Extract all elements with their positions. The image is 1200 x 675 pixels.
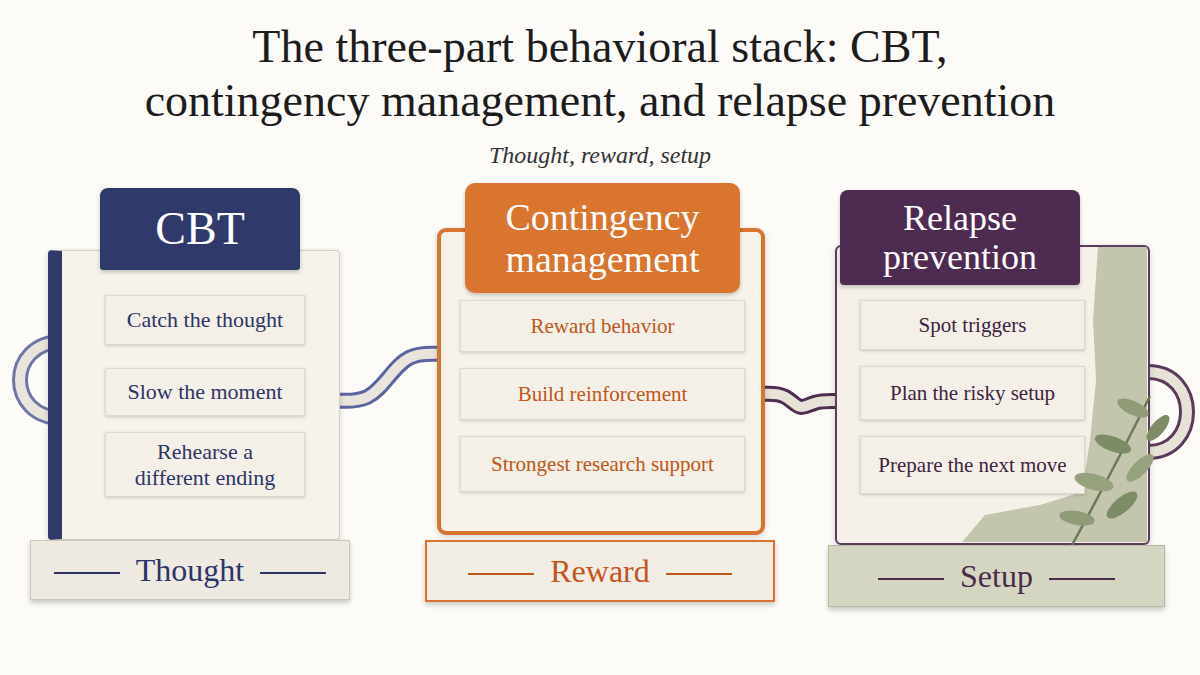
- panel-heading: CBT: [155, 204, 244, 254]
- panel-card: Relapse preventionSpot triggersPlan the …: [835, 245, 1150, 545]
- step-text: Reward behavior: [530, 314, 674, 339]
- panel-card: CBTCatch the thoughtSlow the momentRehea…: [48, 250, 340, 540]
- step-strip: Strongest research support: [460, 436, 745, 492]
- step-strip: Spot triggers: [860, 300, 1085, 350]
- subtitle: Thought, reward, setup: [100, 140, 1100, 170]
- step-strip: Slow the moment: [105, 368, 305, 416]
- header-tab: CBT: [100, 188, 300, 270]
- step-text: Prepare the next move: [878, 453, 1066, 478]
- step-strip: Reward behavior: [460, 300, 745, 352]
- step-text: Catch the thought: [127, 307, 283, 333]
- panel-card: Contingency managementReward behaviorBui…: [437, 228, 765, 535]
- pillar-label: Reward: [452, 553, 748, 590]
- header-tab: Relapse prevention: [840, 190, 1080, 285]
- loop-band: [1148, 372, 1187, 452]
- step-strip: Plan the risky setup: [860, 366, 1085, 420]
- step-text: Strongest research support: [491, 452, 714, 477]
- pillar-base: Setup: [828, 545, 1165, 607]
- step-strip: Rehearse a different ending: [105, 432, 305, 497]
- title: The three-part behavioral stack: CBT, co…: [20, 20, 1180, 128]
- loop-band: [1148, 372, 1187, 452]
- connector-outline: [340, 354, 437, 401]
- step-text: Build reinforcement: [518, 382, 688, 407]
- panel-heading: Contingency management: [475, 196, 730, 280]
- connector-fill: [340, 354, 437, 401]
- panel-heading: Relapse prevention: [850, 199, 1070, 277]
- pillar-base: Reward: [425, 540, 775, 602]
- pillar-label: Thought: [38, 552, 342, 589]
- step-strip: Build reinforcement: [460, 368, 745, 420]
- pillar-base: Thought: [30, 540, 350, 600]
- header-tab: Contingency management: [465, 183, 740, 293]
- step-strip: Prepare the next move: [860, 436, 1085, 494]
- step-strip: Catch the thought: [105, 295, 305, 345]
- connector-outline: [765, 394, 835, 407]
- connector-band: [340, 354, 437, 401]
- connector-fill: [765, 394, 835, 407]
- step-text: Spot triggers: [919, 313, 1027, 338]
- step-text: Rehearse a different ending: [118, 439, 292, 491]
- connector-band: [765, 394, 835, 407]
- pillar-label: Setup: [862, 558, 1131, 595]
- step-text: Plan the risky setup: [890, 381, 1055, 406]
- step-text: Slow the moment: [127, 379, 282, 405]
